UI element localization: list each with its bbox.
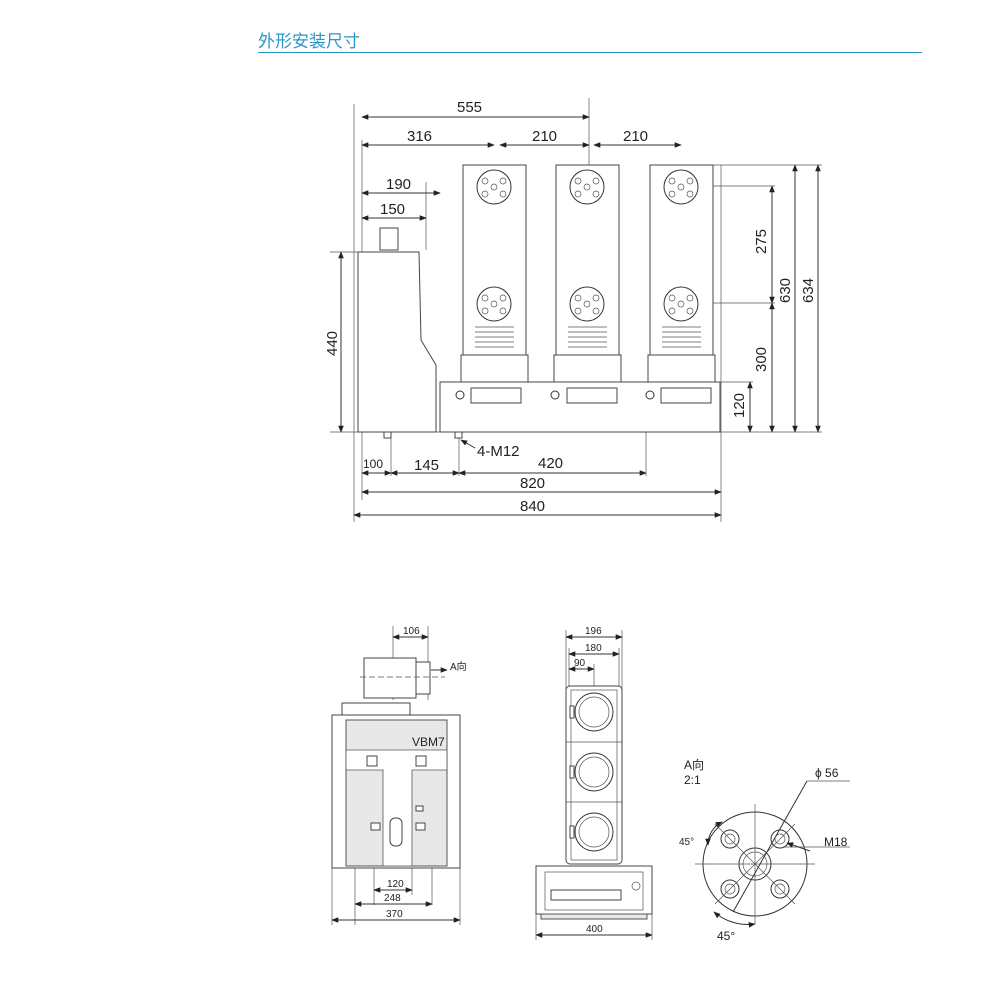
detail-scale: 2:1	[684, 773, 701, 787]
dim-275: 275	[753, 229, 770, 254]
angle-label-2: 45°	[717, 929, 735, 943]
dim-145: 145	[414, 457, 439, 474]
pole-1	[460, 164, 529, 383]
dim-196: 196	[585, 626, 602, 637]
dim-90: 90	[574, 658, 586, 669]
dim-420: 420	[538, 455, 563, 472]
detail-label: A向	[684, 757, 704, 772]
angle-label-1: 45°	[679, 837, 694, 848]
dim-316: 316	[407, 128, 432, 145]
dim-180: 180	[585, 643, 602, 654]
dim-630: 630	[777, 278, 794, 303]
dim-820: 820	[520, 475, 545, 492]
dim-300: 300	[753, 347, 770, 372]
side-view: 106 A向 VBM7 120 248 370	[331, 626, 467, 925]
front-view: 196 180 90 400	[535, 626, 653, 940]
dim-634: 634	[800, 278, 817, 303]
dim-150: 150	[380, 201, 405, 218]
pole-2	[553, 164, 622, 383]
dim-120: 120	[731, 393, 748, 418]
dim-440: 440	[324, 331, 341, 356]
bolt-label: 4-M12	[477, 443, 520, 460]
dim-120-side: 120	[387, 879, 404, 890]
dim-106: 106	[403, 626, 420, 637]
pole-3	[647, 164, 716, 383]
page-title: 外形安装尺寸	[258, 32, 360, 52]
thread-label: M18	[824, 835, 848, 849]
main-view: 555 316 210 210 190 150 440 275 630 634 …	[324, 98, 822, 522]
detail-view: A向 2:1 ϕ 56 M18 45° 45°	[679, 757, 850, 943]
dim-840: 840	[520, 498, 545, 515]
dim-370: 370	[386, 909, 403, 920]
dim-210-a: 210	[532, 128, 557, 145]
dim-555: 555	[457, 99, 482, 116]
direction-label: A向	[450, 660, 467, 673]
model-label: VBM7	[412, 735, 445, 749]
title-rule	[258, 52, 922, 53]
phi-label: ϕ 56	[815, 766, 839, 780]
dim-190: 190	[386, 176, 411, 193]
dim-400: 400	[586, 924, 603, 935]
dim-100: 100	[363, 457, 383, 471]
dim-248: 248	[384, 893, 401, 904]
dim-210-b: 210	[623, 128, 648, 145]
